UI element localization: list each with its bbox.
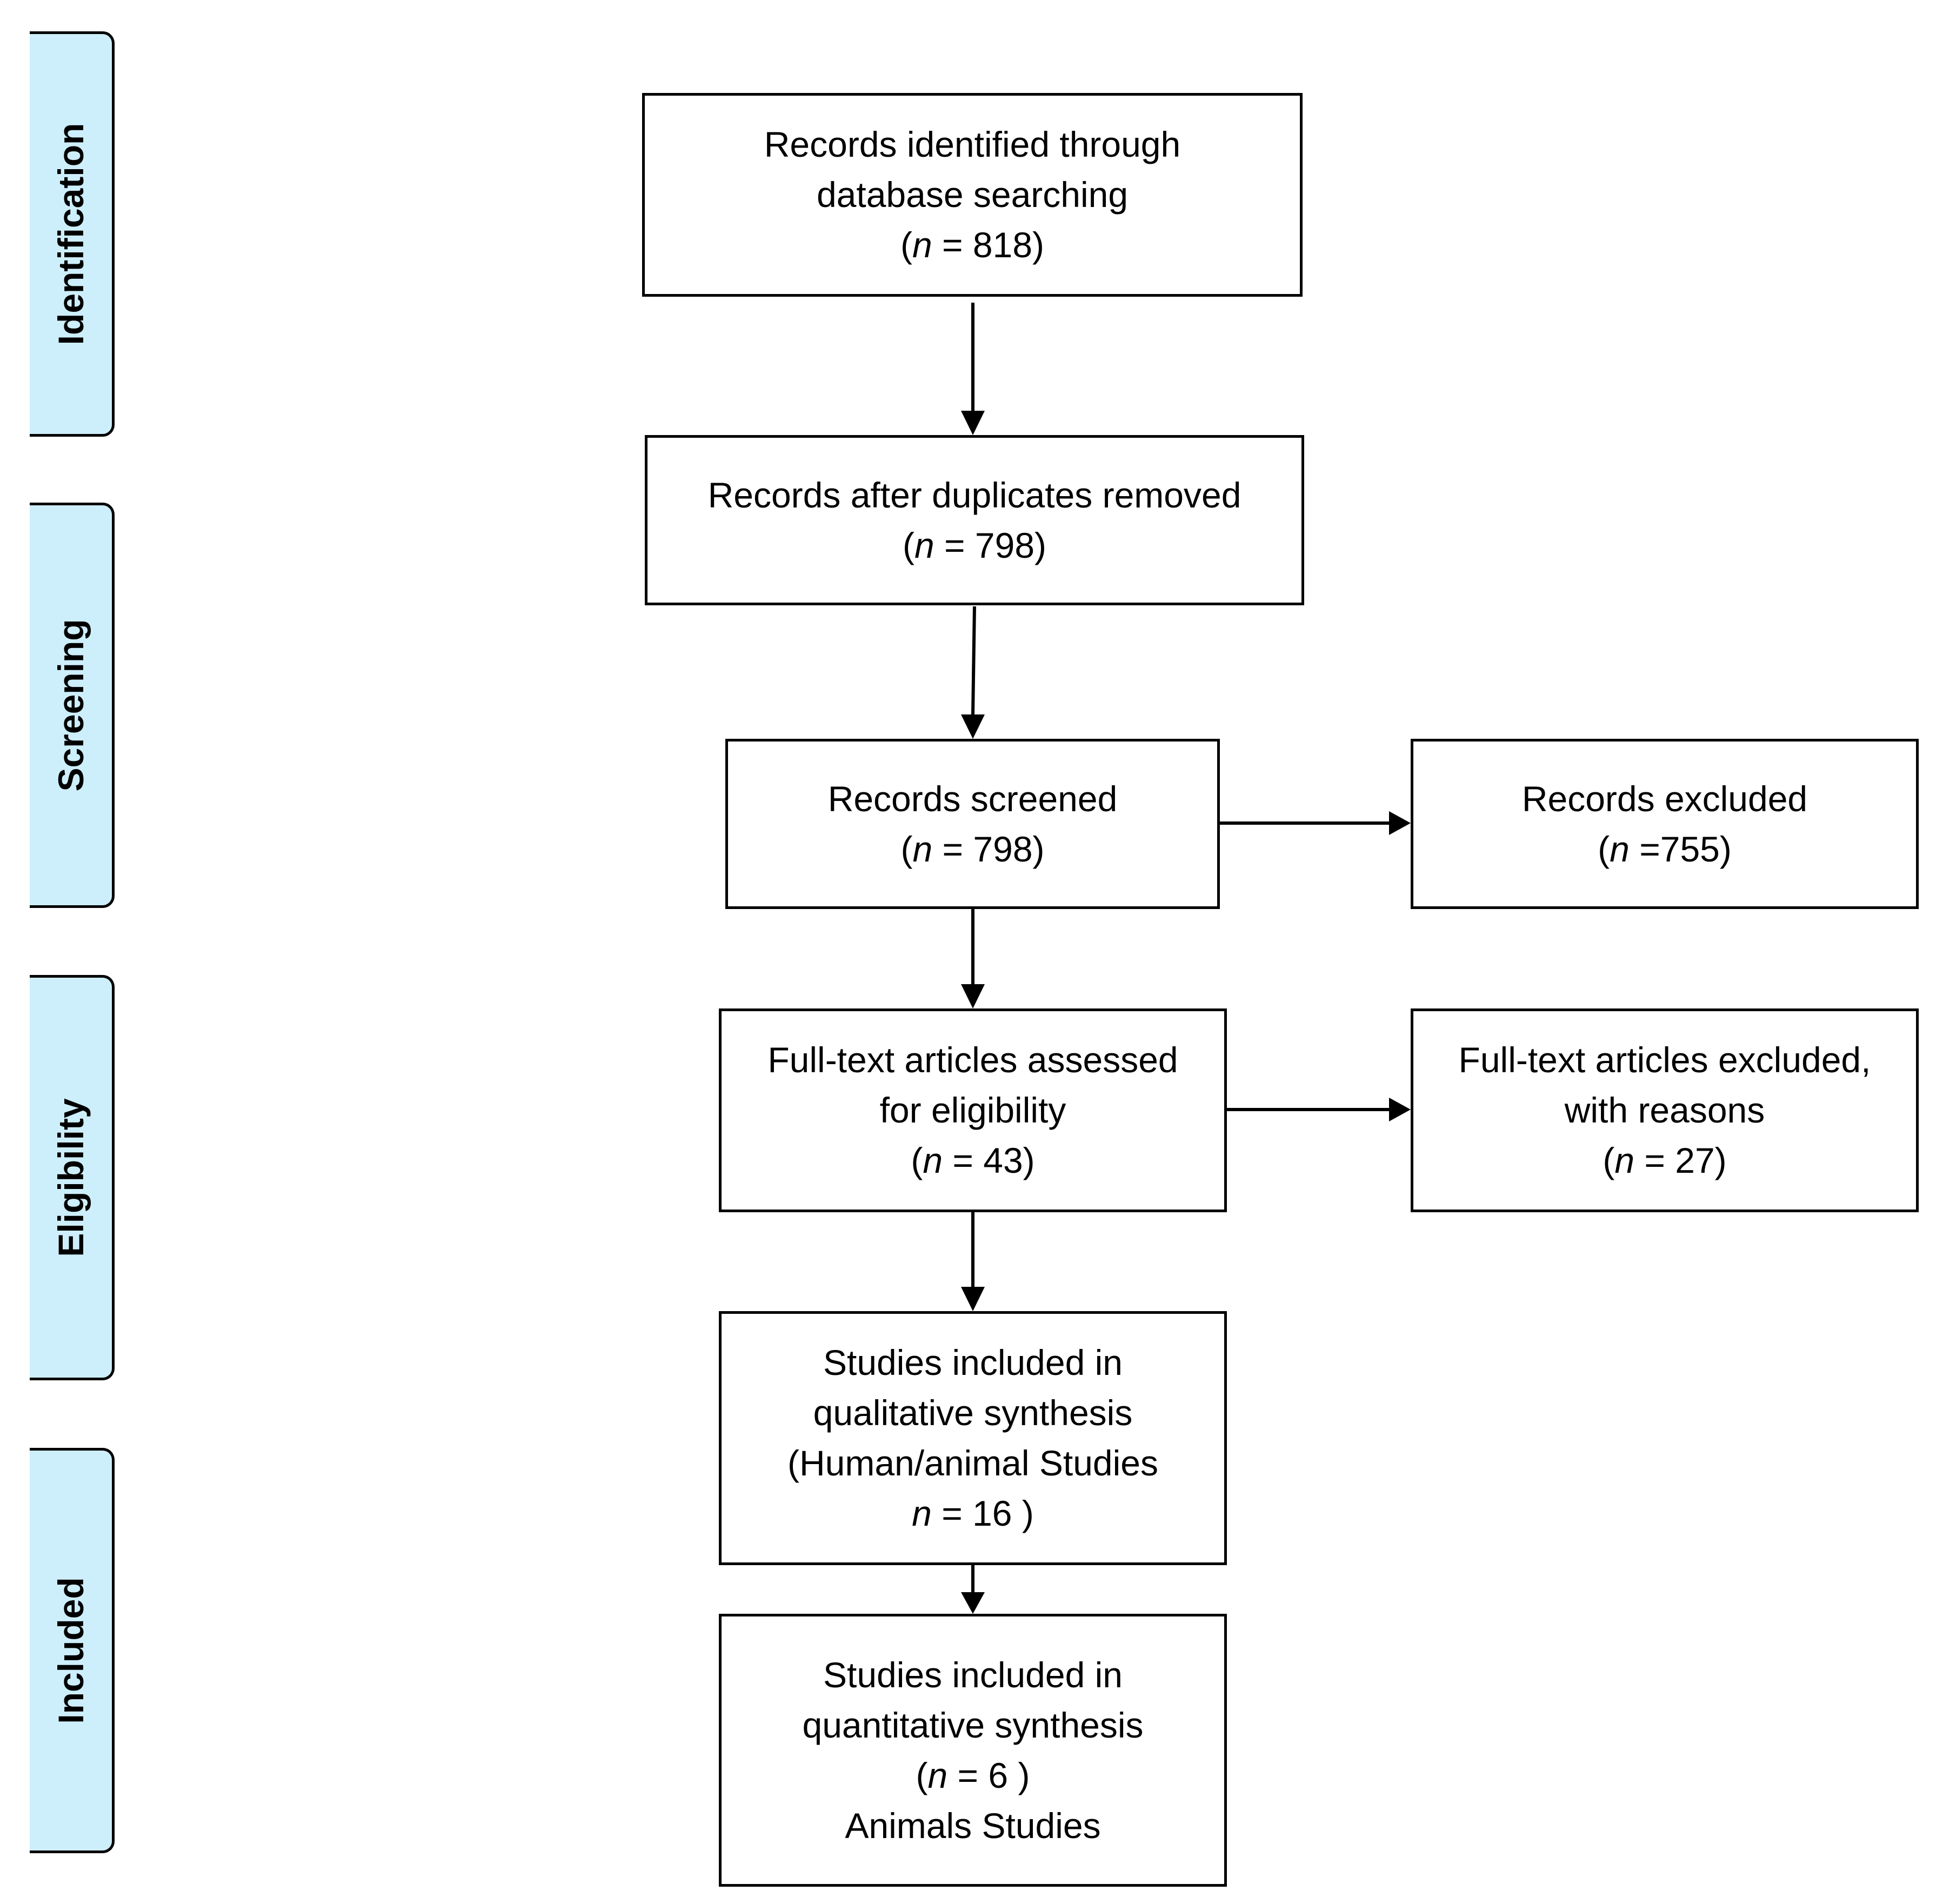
box-duplicates-removed: Records after duplicates removed (n = 79… <box>645 435 1304 605</box>
record-count: (n = 27) <box>1603 1140 1727 1180</box>
box-line: (Human/animal Studies <box>787 1443 1158 1483</box>
arrowhead-right <box>1389 811 1411 835</box>
stage-screening: Screening <box>30 503 115 908</box>
arrowhead-down <box>961 984 985 1008</box>
box-line: Full-text articles assessed <box>767 1040 1178 1080</box>
arrow-duplicates-to-screened <box>971 606 976 715</box>
box-line: for eligibility <box>879 1090 1066 1130</box>
arrowhead-down <box>961 714 985 739</box>
box-quantitative-synthesis: Studies included in quantitative synthes… <box>719 1614 1227 1887</box>
box-footer: Animals Studies <box>845 1805 1101 1846</box>
stage-eligibility: Eligibility <box>30 975 115 1380</box>
record-count: n = 16 ) <box>912 1493 1034 1533</box>
record-count: (n = 798) <box>902 525 1047 565</box>
stage-identification: Identification <box>30 31 115 437</box>
arrowhead-down <box>961 411 985 435</box>
arrowhead-down <box>961 1287 985 1311</box>
record-count: (n = 798) <box>900 829 1045 869</box>
box-records-screened: Records screened (n = 798) <box>725 739 1220 909</box>
box-line: Full-text articles excluded, <box>1458 1040 1871 1080</box>
box-line: Records identified through <box>764 124 1181 164</box>
box-line: Studies included in <box>823 1342 1123 1382</box>
box-line: Studies included in <box>823 1654 1123 1695</box>
box-line: Records after duplicates removed <box>707 475 1241 515</box>
record-count: (n = 43) <box>911 1140 1035 1180</box>
stage-included: Included <box>30 1448 115 1853</box>
box-line: quantitative synthesis <box>802 1705 1144 1745</box>
box-fulltext-assessed: Full-text articles assessed for eligibil… <box>719 1008 1227 1212</box>
box-qualitative-synthesis: Studies included in qualitative synthesi… <box>719 1311 1227 1565</box>
arrowhead-right <box>1389 1098 1411 1121</box>
box-fulltext-excluded: Full-text articles excluded, with reason… <box>1411 1008 1919 1212</box>
box-line: Records excluded <box>1521 778 1808 819</box>
box-records-identified: Records identified through database sear… <box>642 93 1303 297</box>
record-count: (n = 6 ) <box>916 1755 1030 1795</box>
record-count: (n =755) <box>1598 829 1732 869</box>
box-line: with reasons <box>1564 1090 1765 1130</box>
box-records-excluded: Records excluded (n =755) <box>1411 739 1919 909</box>
arrowhead-down <box>961 1592 985 1614</box>
box-line: qualitative synthesis <box>813 1393 1133 1433</box>
box-line: Records screened <box>827 778 1118 819</box>
record-count: (n = 818) <box>900 225 1045 265</box>
box-line: database searching <box>816 175 1129 215</box>
